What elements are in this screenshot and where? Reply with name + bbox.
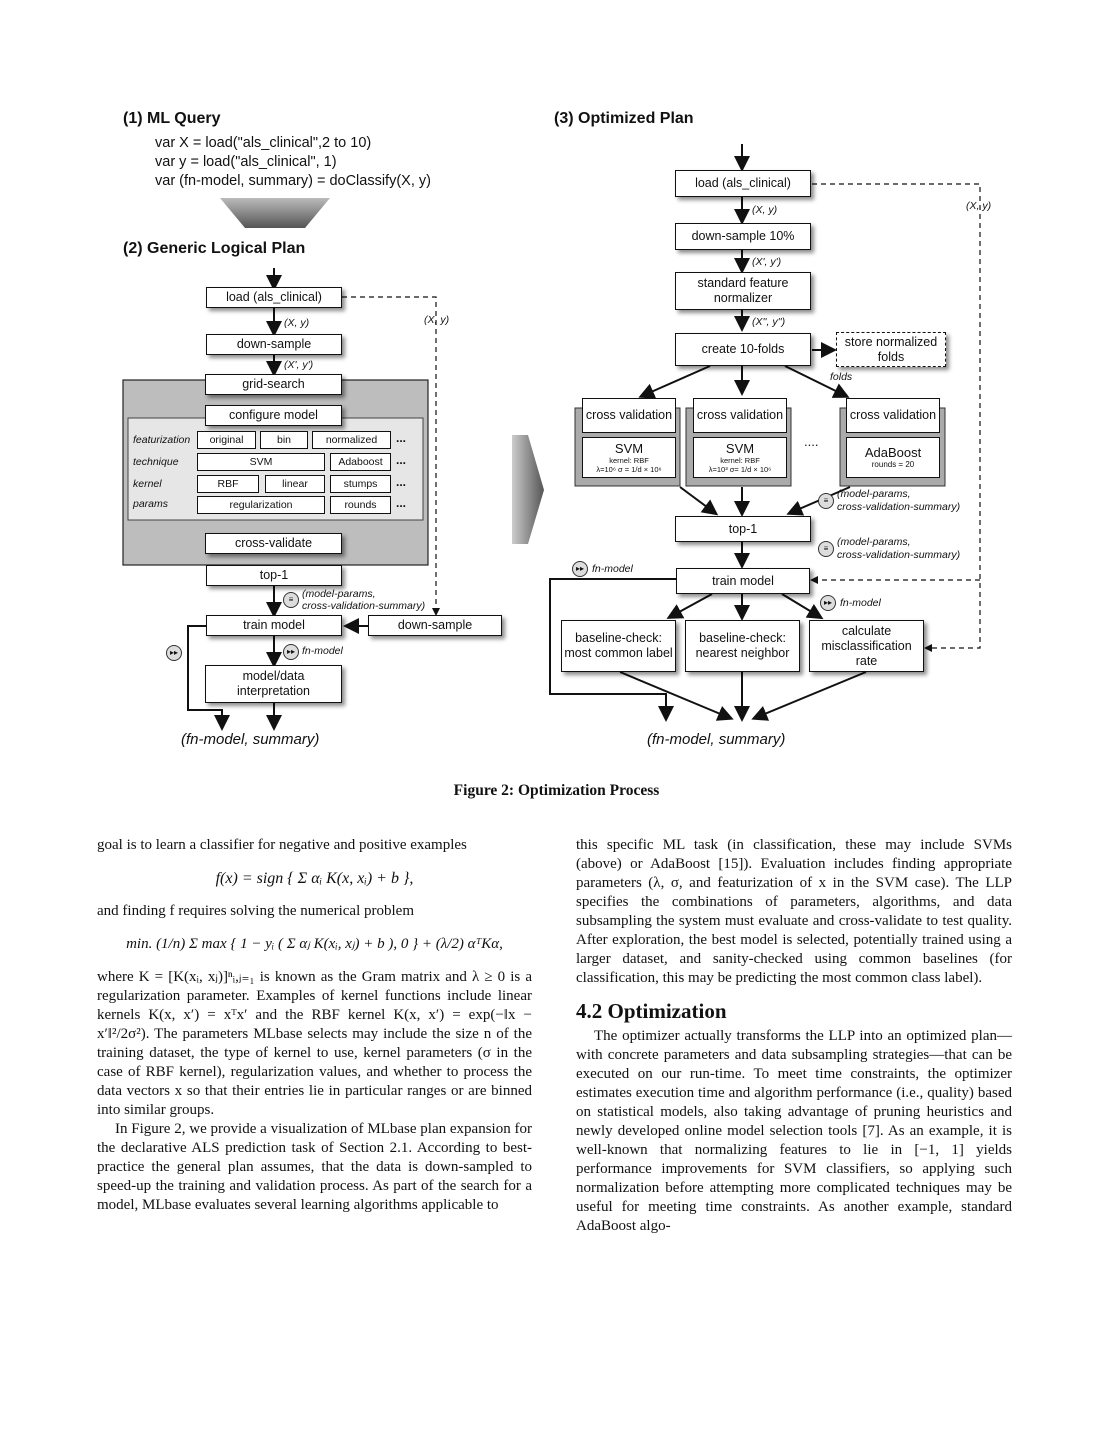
adaboost-title: AdaBoost bbox=[864, 445, 922, 460]
op-store-folds-node: store normalized folds bbox=[836, 332, 946, 367]
right-paragraph-2: The optimizer actually transforms the LL… bbox=[576, 1028, 1012, 1234]
right-column: this specific ML task (in classification… bbox=[576, 836, 1012, 1236]
featurization-more: ... bbox=[396, 431, 407, 445]
op-baseline-nn-node: baseline-check: nearest neighbor bbox=[685, 620, 800, 672]
option-regularization: regularization bbox=[197, 496, 325, 514]
op-misclass-node: calculate misclassification rate bbox=[809, 620, 924, 672]
op-fn-model-label-1: fn-model bbox=[592, 563, 633, 575]
big-right-arrow bbox=[512, 435, 544, 544]
lp-top1-node: top-1 bbox=[206, 565, 342, 586]
fast-forward-icon: ▸▸ bbox=[572, 561, 588, 577]
svm-kernel: kernel: RBF bbox=[609, 456, 649, 465]
op-folds-label: folds bbox=[830, 371, 853, 383]
equation-optimization: min. (1/n) Σ max { 1 − yᵢ ( Σ αⱼ K(xᵢ, x… bbox=[126, 936, 503, 952]
lp-downsample-node: down-sample bbox=[206, 334, 342, 355]
lp-xy-side-label: (X, y) bbox=[424, 314, 450, 326]
lp-cv-summary-label: cross-validation-summary) bbox=[302, 600, 426, 612]
op-cv-node-1: cross validation bbox=[582, 398, 676, 433]
big-down-arrow bbox=[220, 198, 330, 228]
op-top1-node: top-1 bbox=[675, 516, 811, 542]
lp-load-node: load (als_clinical) bbox=[206, 287, 342, 308]
op-ellipsis: .... bbox=[804, 434, 819, 449]
lp-xy-prime-label: (X', y') bbox=[284, 359, 314, 371]
op-fn-model-label-2: fn-model bbox=[840, 597, 881, 609]
fast-forward-icon: ▸▸ bbox=[820, 595, 836, 611]
section-heading: 4.2 Optimization bbox=[576, 999, 727, 1023]
code-line: var (fn-model, summary) = doClassify(X, … bbox=[155, 173, 431, 189]
op-train-model-node: train model bbox=[676, 568, 810, 594]
lp-configure-model-node: configure model bbox=[205, 405, 342, 426]
summary-icon: ≡ bbox=[818, 541, 834, 557]
left-mid: and finding f requires solving the numer… bbox=[97, 903, 414, 919]
logical-plan-title: (2) Generic Logical Plan bbox=[123, 240, 306, 257]
left-column: goal is to learn a classifier for negati… bbox=[97, 836, 532, 1215]
kernel-more: ... bbox=[396, 475, 407, 489]
op-create-folds-node: create 10-folds bbox=[675, 333, 811, 366]
option-adaboost: Adaboost bbox=[330, 453, 391, 471]
op-svm-node-2: SVM kernel: RBF λ=10³ σ= 1/d × 10⁶ bbox=[693, 437, 787, 478]
technique-more: ... bbox=[396, 453, 407, 467]
svm-kernel: kernel: RBF bbox=[720, 456, 760, 465]
op-load-node: load (als_clinical) bbox=[675, 170, 811, 197]
code-line: var X = load("als_clinical",2 to 10) bbox=[155, 135, 372, 151]
svm-title: SVM bbox=[725, 441, 755, 456]
op-baseline-common-node: baseline-check: most common label bbox=[561, 620, 676, 672]
option-bin: bin bbox=[260, 431, 308, 449]
svm-params: λ=10⁶ σ = 1/d × 10⁶ bbox=[596, 465, 662, 474]
params-more: ... bbox=[396, 496, 407, 510]
right-paragraph-1: this specific ML task (in classification… bbox=[576, 837, 1012, 986]
op-downsample-node: down-sample 10% bbox=[675, 223, 811, 250]
op-model-params-label-2: (model-params, bbox=[837, 536, 911, 548]
op-output: (fn-model, summary) bbox=[647, 731, 786, 748]
left-paragraph-2: In Figure 2, we provide a visualization … bbox=[97, 1121, 532, 1213]
option-normalized: normalized bbox=[312, 431, 391, 449]
option-linear: linear bbox=[265, 475, 325, 493]
ml-query-code: var X = load("als_clinical",2 to 10) var… bbox=[155, 134, 431, 191]
fast-forward-icon: ▸▸ bbox=[166, 645, 182, 661]
op-xy-prime-label: (X', y') bbox=[752, 256, 782, 268]
optimized-plan-title: (3) Optimized Plan bbox=[554, 110, 694, 127]
op-model-params-label-1: (model-params, bbox=[837, 488, 911, 500]
figure-caption: Figure 2: Optimization Process bbox=[453, 782, 660, 799]
row-label-featurization: featurization bbox=[133, 434, 191, 446]
summary-icon: ≡ bbox=[818, 493, 834, 509]
fast-forward-icon: ▸▸ bbox=[283, 644, 299, 660]
lp-grid-search-node: grid-search bbox=[205, 374, 342, 395]
lp-output: (fn-model, summary) bbox=[181, 731, 320, 748]
lp-train-model-node: train model bbox=[206, 615, 342, 636]
op-xy-label: (X, y) bbox=[752, 204, 778, 216]
op-cv-node-2: cross validation bbox=[693, 398, 787, 433]
svm-title: SVM bbox=[614, 441, 644, 456]
op-adaboost-node: AdaBoost rounds = 20 bbox=[846, 437, 940, 478]
lp-cross-validate-node: cross-validate bbox=[205, 533, 342, 554]
op-cv-node-3: cross validation bbox=[846, 398, 940, 433]
lp-interpretation-node: model/data interpretation bbox=[205, 665, 342, 703]
op-xy-side-label: (X, y) bbox=[966, 200, 992, 212]
summary-icon: ≡ bbox=[283, 592, 299, 608]
lp-fn-model-label: fn-model bbox=[302, 645, 343, 657]
lp-model-params-label: (model-params, bbox=[302, 588, 376, 600]
option-svm: SVM bbox=[197, 453, 325, 471]
op-xy-dprime-label: (X'', y'') bbox=[752, 316, 786, 328]
option-original: original bbox=[197, 431, 256, 449]
lp-xy-label: (X, y) bbox=[284, 317, 310, 329]
op-cv-summary-label-2: cross-validation-summary) bbox=[837, 549, 961, 561]
op-normalizer-node: standard feature normalizer bbox=[675, 272, 811, 310]
left-paragraph-1: where K = [K(xᵢ, xⱼ)]ⁿᵢ,ⱼ₌₁ is known as … bbox=[97, 969, 532, 1118]
option-rounds: rounds bbox=[330, 496, 391, 514]
svm-params: λ=10³ σ= 1/d × 10⁶ bbox=[708, 465, 772, 474]
row-label-params: params bbox=[133, 498, 169, 510]
left-intro: goal is to learn a classifier for negati… bbox=[97, 837, 467, 853]
adaboost-rounds: rounds = 20 bbox=[871, 460, 915, 469]
lp-downsample2-node: down-sample bbox=[368, 615, 502, 636]
code-line: var y = load("als_clinical", 1) bbox=[155, 154, 337, 170]
op-svm-node-1: SVM kernel: RBF λ=10⁶ σ = 1/d × 10⁶ bbox=[582, 437, 676, 478]
option-stumps: stumps bbox=[330, 475, 391, 493]
row-label-kernel: kernel bbox=[133, 478, 162, 490]
ml-query-title: (1) ML Query bbox=[123, 110, 221, 127]
option-rbf: RBF bbox=[197, 475, 259, 493]
equation-classifier: f(x) = sign { Σ αᵢ K(x, xᵢ) + b }, bbox=[215, 870, 414, 887]
op-cv-summary-label-1: cross-validation-summary) bbox=[837, 501, 961, 513]
row-label-technique: technique bbox=[133, 456, 179, 468]
